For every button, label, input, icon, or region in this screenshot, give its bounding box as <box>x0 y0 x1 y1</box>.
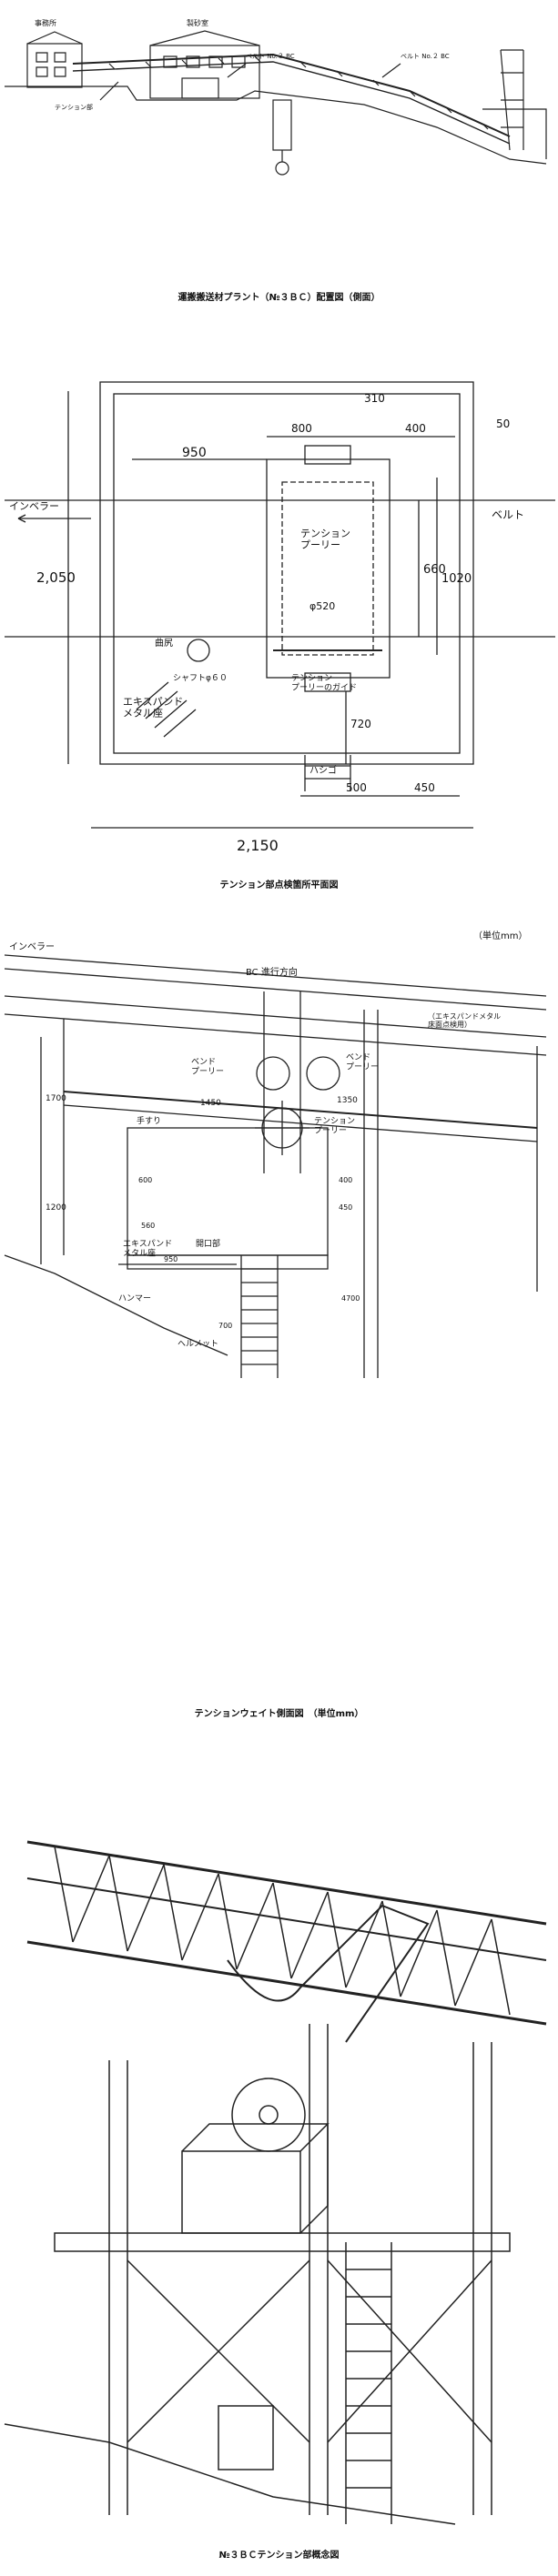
dim-1200: 1200 <box>46 1203 66 1213</box>
kyakuno-circle <box>187 639 210 662</box>
dim-560: 560 <box>141 1222 155 1230</box>
dim-660: 660 <box>423 563 446 577</box>
column-mid <box>309 2024 329 2515</box>
lower-box <box>218 2405 274 2470</box>
figure-3-caption: テンションウェイト側面図 （単位mm） <box>194 1709 364 1719</box>
bend-pulley-left <box>256 1056 290 1091</box>
ground-line <box>5 86 547 165</box>
perspective-sketch <box>4 1840 547 2525</box>
figure-4-caption: №３ＢＣテンション部概念図 <box>218 2551 340 2561</box>
figure-2-caption: テンション部点検箇所平面図 <box>219 880 339 891</box>
label-kyakuno: 曲尻 <box>155 638 173 649</box>
bend-pulley-right <box>306 1056 340 1091</box>
figure-3-side: インベラー BC 進行方向 （単位mm） ベンドプーリー ベンドプーリー テンシ… <box>0 910 558 1383</box>
dim-4700: 4700 <box>341 1294 360 1303</box>
left-building <box>26 43 83 88</box>
tension-pulley <box>281 481 374 656</box>
truss-top <box>26 1840 547 1926</box>
ladder-rungs <box>346 2269 391 2489</box>
label-belt-dir: BC 進行方向 <box>246 966 298 978</box>
cross-bracing <box>127 2259 492 2443</box>
mid-building <box>149 45 260 99</box>
column-right <box>472 2042 492 2515</box>
label-pulley: テンションプーリー <box>300 528 350 551</box>
label-tension-pulley: テンションプーリー <box>314 1116 355 1135</box>
dim-50: 50 <box>496 418 510 430</box>
belt-surface <box>227 1904 430 2043</box>
dim-400: 400 <box>405 422 426 435</box>
dim-950: 950 <box>164 1255 178 1263</box>
figure-1-layout: 事務所 製砂室 ベルト No.３ BC ベルト No.２ BC テンション部 <box>0 0 558 182</box>
column-left <box>108 2060 128 2515</box>
dim-2050: 2,050 <box>36 569 76 586</box>
tension-tower <box>272 99 292 151</box>
dim-600: 600 <box>138 1176 152 1184</box>
dim-1450: 1450 <box>200 1099 221 1108</box>
label-inbera: インベラー <box>9 941 55 952</box>
dim-400: 400 <box>339 1176 352 1184</box>
label-expand: エキスパンドメタル座 <box>123 1239 172 1258</box>
dim-520: φ520 <box>309 600 335 612</box>
dim-800: 800 <box>291 422 312 435</box>
expand-metal-hatch <box>136 681 197 738</box>
label-shaft: シャフトφ６０ <box>173 674 228 683</box>
label-hashigo: ハシゴ <box>309 764 337 776</box>
belt-line-1 <box>4 954 547 997</box>
label-belt: ベルト <box>492 508 524 521</box>
dim-1020: 1020 <box>441 572 472 586</box>
dim-720: 720 <box>350 718 371 730</box>
label-belt-b: ベルト No.２ BC <box>401 53 450 60</box>
figure-1-caption: 運搬搬送材プラント（№３ＢＣ）配置図（側面） <box>178 293 380 303</box>
platform <box>54 2232 511 2252</box>
belt-line-2 <box>4 968 547 1011</box>
figure-4-perspective <box>0 1806 558 2533</box>
dim-310: 310 <box>364 392 385 405</box>
dim-1700: 1700 <box>46 1094 66 1103</box>
dim-950: 950 <box>182 446 207 460</box>
ladder-rungs <box>241 1268 278 1365</box>
label-belt-a: ベルト No.３ BC <box>246 53 295 60</box>
label-unit: （単位mm） <box>473 930 527 941</box>
side-view-drawing: インベラー BC 進行方向 （単位mm） ベンドプーリー ベンドプーリー テンシ… <box>4 930 547 1378</box>
pulley-box <box>266 458 391 679</box>
tension-weight <box>275 161 289 176</box>
label-hammer: ハンマー <box>118 1294 151 1303</box>
label-building-left: 事務所 <box>35 18 56 27</box>
label-helmet: ヘルメット <box>178 1340 218 1349</box>
dim-2150: 2,150 <box>237 837 279 854</box>
belt-line-3 <box>4 995 547 1038</box>
ground-slope <box>4 2423 456 2525</box>
label-handrail: 手すり <box>137 1115 161 1126</box>
label-expand: エキスパンドメタル座 <box>123 696 183 719</box>
label-inbera: インベラー <box>9 500 59 512</box>
conveyor-upper <box>72 53 511 137</box>
label-guide: テンションプーリーのガイド <box>291 673 357 692</box>
conveyor-lower <box>72 61 511 145</box>
platform-frame <box>127 1127 329 1256</box>
dim-450: 450 <box>414 781 435 794</box>
weight-box <box>181 2150 301 2234</box>
layout-side-view-drawing: 事務所 製砂室 ベルト No.３ BC ベルト No.２ BC テンション部 <box>5 18 547 176</box>
label-expand-right: （エキスパンドメタル床面点検用） <box>428 1012 501 1029</box>
dim-700: 700 <box>218 1322 232 1330</box>
outer-frame <box>99 381 474 765</box>
plan-view-drawing: 800 400 50 310 950 660 1020 2,050 φ520 7… <box>5 381 555 854</box>
ladder-rails <box>345 2242 392 2524</box>
label-tension: テンション部 <box>55 103 93 111</box>
label-bend-left: ベンドプーリー <box>191 1058 224 1076</box>
label-bend-right: ベンドプーリー <box>346 1053 379 1072</box>
dim-1350: 1350 <box>337 1096 358 1105</box>
ladder-rails <box>240 1255 279 1378</box>
label-opening: 開口部 <box>196 1238 220 1249</box>
dim-500: 500 <box>346 781 367 794</box>
figure-2-plan: 800 400 50 310 950 660 1020 2,050 φ520 7… <box>0 337 558 864</box>
ground-slope <box>4 1254 228 1356</box>
dim-450: 450 <box>339 1203 352 1212</box>
label-building-mid: 製砂室 <box>187 18 208 27</box>
tension-pulley <box>231 2078 306 2152</box>
